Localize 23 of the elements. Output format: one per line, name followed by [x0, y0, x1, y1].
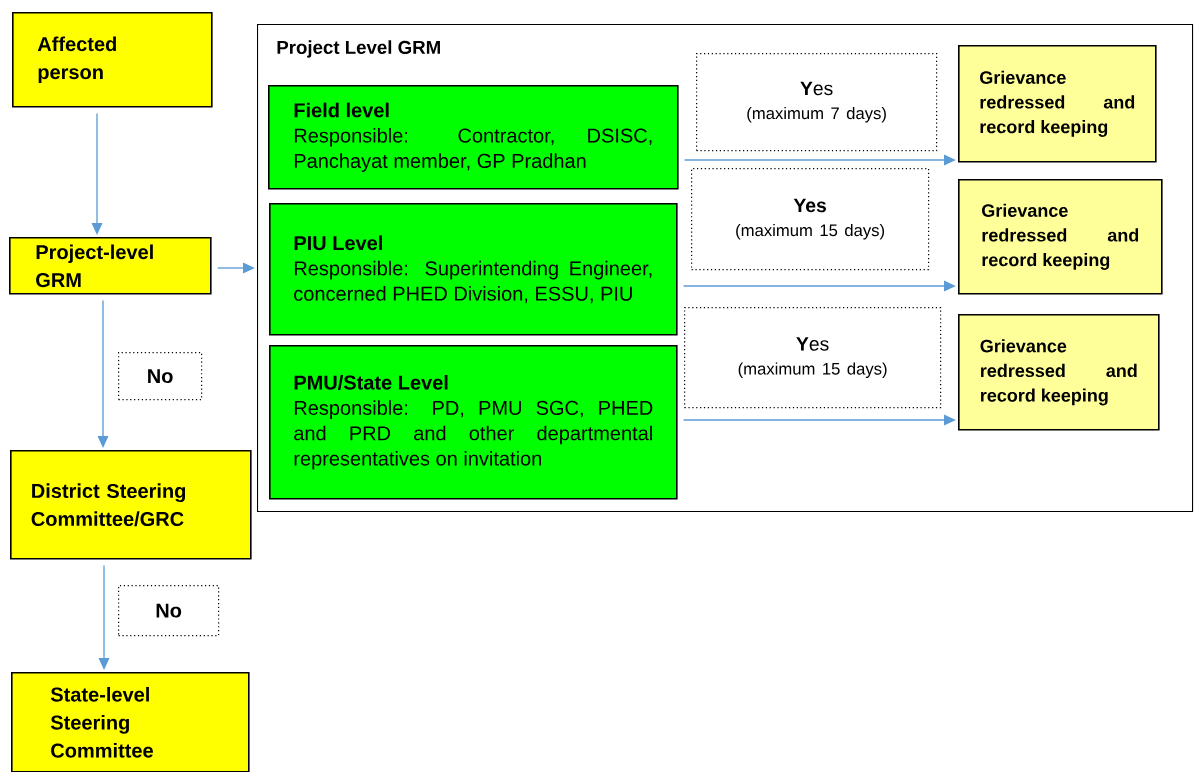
condition-box: Yes (maximum 15 days): [691, 168, 930, 271]
outcome-box: Grievance redressed and record keeping: [958, 45, 1157, 163]
arrow: [683, 154, 956, 166]
condition-box: No: [118, 352, 203, 401]
level-box: PIU Level Responsible: Superintending Engineer, concerned PHED Division, ESSU, PIU: [269, 203, 678, 336]
arrow: [216, 262, 255, 274]
process-box: District Steering Committee/GRC: [10, 450, 252, 560]
level-box: PMU/State Level Responsible: PD, PMU SGC, PHED and PRD and other departmental representatives on invitation: [269, 345, 678, 500]
arrow: [98, 564, 110, 670]
arrow: [682, 414, 956, 426]
arrow: [91, 112, 103, 235]
process-box: State-level Steering Committee: [11, 672, 250, 772]
outcome-box: Grievance redressed and record keeping: [958, 179, 1163, 295]
condition-box: Yes (maximum 15 days): [684, 307, 942, 409]
panel-title: Project Level GRM: [277, 40, 440, 58]
arrow: [682, 280, 956, 292]
condition-box: No: [118, 585, 220, 637]
condition-box: Yes (maximum 7 days): [696, 53, 938, 152]
process-box: Affected person: [12, 12, 213, 108]
arrow: [97, 299, 109, 448]
outcome-box: Grievance redressed and record keeping: [958, 314, 1160, 431]
process-box: Project-level GRM: [9, 237, 212, 295]
level-box: Field level Responsible: Contractor, DSISC, Panchayat member, GP Pradhan: [268, 85, 679, 190]
